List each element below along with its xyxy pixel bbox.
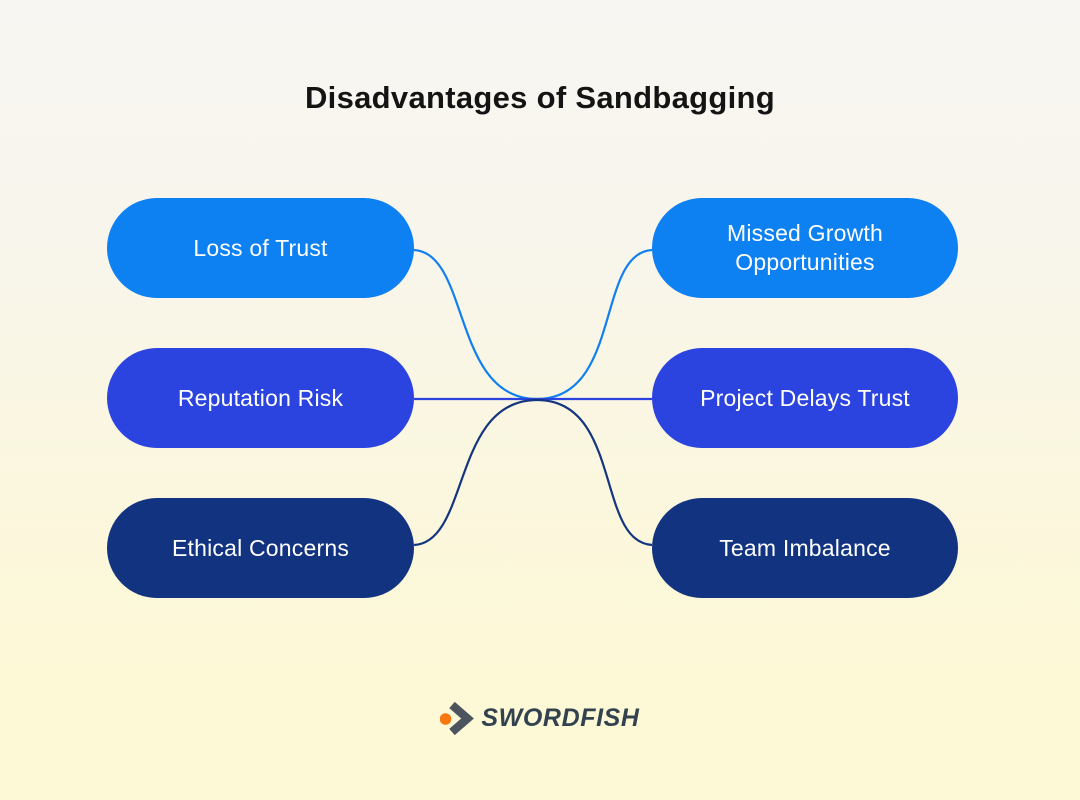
node-label: Ethical Concerns xyxy=(171,534,350,561)
logo-wordmark: SWORDFISH xyxy=(481,703,640,732)
node-project-delays-trust: Project Delays Trust xyxy=(652,348,958,448)
swordfish-logo-icon xyxy=(440,701,475,736)
node-label: Missed Growth Opportunities xyxy=(727,220,883,275)
swordfish-logo: SWORDFISH xyxy=(0,699,1080,737)
node-loss-of-trust: Loss of Trust xyxy=(107,198,414,298)
page-title: Disadvantages of Sandbagging xyxy=(304,80,776,115)
node-label: Reputation Risk xyxy=(177,384,344,411)
node-reputation-risk: Reputation Risk xyxy=(107,348,414,448)
connector-bottom-right xyxy=(536,398,653,547)
logo-chevron-icon xyxy=(449,701,475,736)
connector-top-right xyxy=(536,248,653,401)
node-label: Loss of Trust xyxy=(193,234,328,261)
logo-dot-icon xyxy=(440,713,452,725)
node-ethical-concerns: Ethical Concerns xyxy=(107,498,414,598)
connector-bottom-left xyxy=(413,398,538,547)
node-team-imbalance: Team Imbalance xyxy=(652,498,958,598)
node-label: Team Imbalance xyxy=(719,534,891,561)
connector-top-left xyxy=(413,248,538,401)
node-missed-growth-opportunities: Missed Growth Opportunities xyxy=(652,198,958,298)
node-label: Project Delays Trust xyxy=(700,384,910,411)
